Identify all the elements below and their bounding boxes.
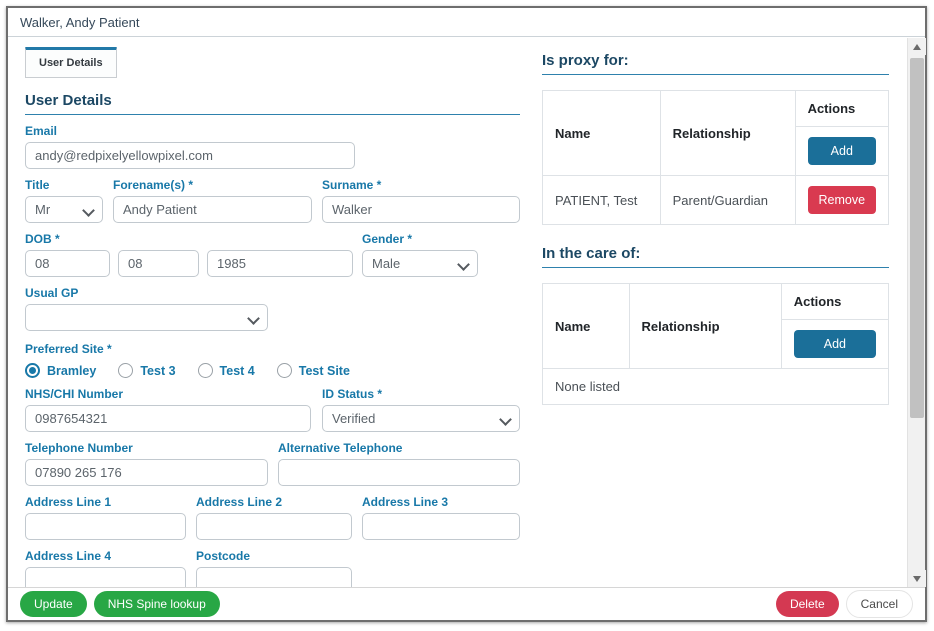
is-proxy-for-heading: Is proxy for: [542, 52, 889, 75]
radio-test-site[interactable]: Test Site [276, 363, 350, 378]
column-header-name: Name [542, 283, 630, 369]
radio-icon [197, 363, 213, 378]
radio-icon [276, 363, 292, 378]
nhs-chi-number-field[interactable] [25, 405, 311, 432]
care-add-button[interactable]: Add [793, 330, 876, 358]
radio-test-3-label: Test 3 [140, 363, 176, 378]
chevron-down-icon [248, 313, 258, 323]
dob-month-field[interactable] [118, 250, 199, 277]
id-status-select[interactable]: Verified [322, 405, 520, 432]
is-proxy-for-table: Name Relationship Actions Add PATIENT, T… [542, 90, 890, 225]
address-line-2-label: Address Line 2 [196, 495, 283, 509]
radio-test-4-label: Test 4 [219, 363, 255, 378]
dialog-content: User Details User Details Email Title Mr… [8, 38, 907, 587]
section-heading-user-details: User Details [25, 92, 520, 115]
id-status-select-value: Verified [332, 411, 376, 426]
column-header-actions: Actions [794, 90, 890, 127]
column-header-name: Name [542, 90, 661, 176]
forename-label: Forename(s) * [113, 178, 194, 192]
address-line-3-field[interactable] [362, 513, 520, 540]
gender-select[interactable]: Male [362, 250, 478, 277]
relationships-panel: Is proxy for: Name Relationship Actions … [542, 38, 890, 587]
tab-user-details-label: User Details [39, 57, 103, 69]
dob-day-field[interactable] [25, 250, 110, 277]
chevron-down-icon [83, 205, 93, 215]
scroll-up-button[interactable] [908, 38, 926, 55]
column-header-relationship: Relationship [659, 90, 796, 176]
postcode-label: Postcode [196, 549, 251, 563]
proxy-row-relationship: Parent/Guardian [659, 175, 796, 225]
title-select-value: Mr [35, 202, 51, 217]
patient-details-dialog: Walker, Andy Patient User Details User D… [6, 6, 927, 622]
radio-test-3[interactable]: Test 3 [118, 363, 176, 378]
scrollbar-thumb[interactable] [910, 58, 924, 418]
radio-test-site-label: Test Site [298, 363, 350, 378]
dialog-footer: Update NHS Spine lookup Delete Cancel [8, 587, 925, 620]
radio-icon [25, 363, 40, 378]
dob-year-field[interactable] [207, 250, 353, 277]
usual-gp-label: Usual GP [25, 286, 79, 300]
email-label: Email [25, 124, 58, 138]
table-header-row: Name Relationship Actions [542, 90, 890, 176]
proxy-row-name: PATIENT, Test [542, 175, 661, 225]
nhs-spine-lookup-button[interactable]: NHS Spine lookup [93, 591, 220, 617]
address-line-1-field[interactable] [25, 513, 186, 540]
radio-bramley-label: Bramley [47, 363, 97, 378]
address-line-2-field[interactable] [196, 513, 352, 540]
usual-gp-select[interactable] [25, 304, 268, 331]
tab-user-details[interactable]: User Details [25, 47, 117, 78]
email-field[interactable] [25, 142, 355, 169]
table-add-row: Add [543, 319, 890, 369]
in-the-care-of-table: Name Relationship Actions Add None liste… [542, 283, 890, 405]
table-add-row: Add [543, 126, 890, 176]
table-empty-row: None listed [542, 368, 889, 405]
address-line-1-label: Address Line 1 [25, 495, 112, 509]
proxy-remove-button[interactable]: Remove [807, 186, 876, 214]
chevron-down-icon [500, 414, 510, 424]
scroll-up-arrow-icon [913, 43, 921, 50]
column-header-relationship: Relationship [628, 283, 782, 369]
alternative-telephone-label: Alternative Telephone [278, 441, 403, 455]
table-header-row: Name Relationship Actions [542, 283, 890, 369]
radio-bramley[interactable]: Bramley [25, 363, 96, 378]
cancel-button[interactable]: Cancel [845, 590, 913, 618]
telephone-field[interactable] [25, 459, 268, 486]
id-status-label: ID Status * [322, 387, 383, 401]
postcode-field[interactable] [196, 567, 352, 587]
radio-icon [118, 363, 134, 378]
surname-field[interactable] [322, 196, 520, 223]
nhs-chi-number-label: NHS/CHI Number [25, 387, 124, 401]
radio-test-4[interactable]: Test 4 [197, 363, 255, 378]
column-header-actions: Actions [780, 283, 890, 320]
telephone-label: Telephone Number [25, 441, 133, 455]
update-button[interactable]: Update [20, 591, 87, 617]
in-the-care-of-heading: In the care of: [542, 245, 889, 268]
title-label: Title [25, 178, 50, 192]
dialog-titlebar: Walker, Andy Patient [8, 8, 925, 37]
preferred-site-label: Preferred Site * [25, 342, 112, 356]
forename-field[interactable] [113, 196, 312, 223]
table-row: PATIENT, Test Parent/Guardian Remove [542, 175, 890, 225]
gender-label: Gender * [362, 232, 413, 246]
scroll-down-arrow-icon [913, 575, 921, 582]
chevron-down-icon [458, 259, 468, 269]
dob-label: DOB * [25, 232, 60, 246]
address-line-3-label: Address Line 3 [362, 495, 449, 509]
user-details-form: User Details User Details Email Title Mr… [25, 38, 520, 587]
address-line-4-label: Address Line 4 [25, 549, 112, 563]
title-select[interactable]: Mr [25, 196, 103, 223]
address-line-4-field[interactable] [25, 567, 186, 587]
gender-select-value: Male [372, 256, 401, 271]
alternative-telephone-field[interactable] [278, 459, 520, 486]
scroll-down-button[interactable] [908, 570, 926, 587]
preferred-site-radio-group: Bramley Test 3 Test 4 Test Site [25, 363, 520, 378]
vertical-scrollbar[interactable] [907, 38, 926, 587]
proxy-add-button[interactable]: Add [807, 137, 876, 165]
surname-label: Surname * [322, 178, 382, 192]
delete-button[interactable]: Delete [775, 591, 839, 617]
dialog-title: Walker, Andy Patient [20, 14, 140, 30]
care-empty-text: None listed [542, 368, 889, 405]
